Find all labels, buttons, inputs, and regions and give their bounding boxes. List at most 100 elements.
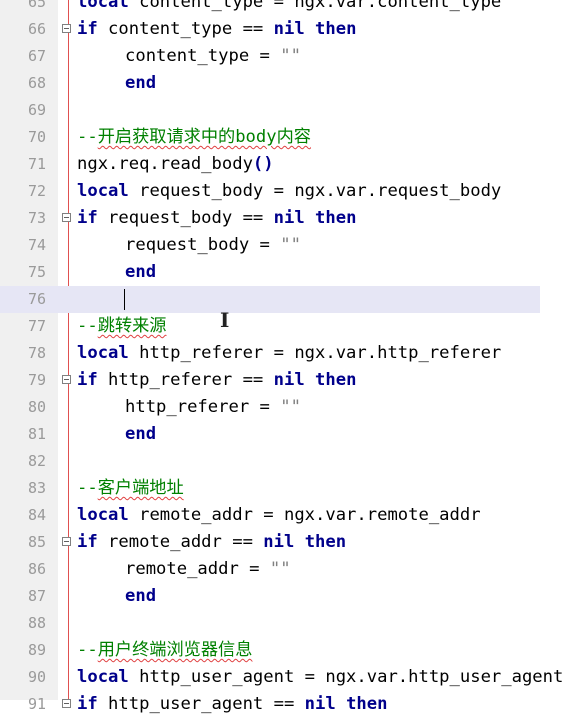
code-token: remote_addr = <box>125 559 270 579</box>
code-line[interactable]: 69 <box>0 97 540 124</box>
fold-minus-icon[interactable] <box>62 699 71 708</box>
code-text: local http_referer = ngx.var.http_refere… <box>77 340 501 367</box>
code-token: 客户端地址 <box>97 478 184 498</box>
code-token: "" <box>269 559 291 579</box>
code-line[interactable]: 78 local http_referer = ngx.var.http_refe… <box>0 340 540 367</box>
code-line[interactable]: 71 ngx.req.read_body() <box>0 151 540 178</box>
code-token: if <box>77 19 98 39</box>
code-token: 跳转来源 <box>97 316 167 336</box>
code-text: remote_addr = "" <box>125 556 291 583</box>
code-line[interactable]: 90 local http_user_agent = ngx.var.http_u… <box>0 664 563 691</box>
code-text: --开启获取请求中的body内容 <box>77 124 311 151</box>
line-number: 86 <box>27 560 46 578</box>
code-line[interactable]: 72 local request_body = ngx.var.request_b… <box>0 178 540 205</box>
code-text: end <box>125 70 156 97</box>
fold-minus-icon[interactable] <box>62 213 71 222</box>
code-token: end <box>125 424 157 444</box>
code-token <box>305 370 315 390</box>
code-token: local <box>77 181 129 201</box>
code-line[interactable]: 74 request_body = "" <box>0 232 540 259</box>
code-line[interactable]: 83--客户端地址 <box>0 475 540 502</box>
line-number: 68 <box>27 74 46 92</box>
code-token: "" <box>280 235 301 255</box>
fold-minus-icon[interactable] <box>62 537 71 546</box>
code-token <box>305 208 315 228</box>
code-line[interactable]: 77--跳转来源 <box>0 313 540 340</box>
code-text: local content_type = ngx.var.content_typ… <box>77 0 501 16</box>
line-number: 91 <box>27 695 46 713</box>
code-token: then <box>304 532 347 552</box>
code-text: http_referer = "" <box>125 394 301 421</box>
code-text: local remote_addr = ngx.var.remote_addr <box>77 502 481 529</box>
code-text: local request_body = ngx.var.request_bod… <box>77 178 501 205</box>
code-token: http_user_agent = ngx.var.http_user_agen… <box>128 667 563 687</box>
fold-minus-icon[interactable] <box>62 375 71 384</box>
code-line[interactable]: 86 remote_addr = "" <box>0 556 540 583</box>
line-number: 78 <box>27 344 46 362</box>
line-number: 67 <box>27 47 46 65</box>
code-line[interactable]: 91 if http_user_agent == nil then <box>0 691 540 718</box>
code-text: content_type = "" <box>125 43 301 70</box>
code-token: content_type = <box>125 46 281 66</box>
code-text: if http_user_agent == nil then <box>77 691 387 718</box>
line-number: 72 <box>27 182 46 200</box>
code-line[interactable]: 67 content_type = "" <box>0 43 540 70</box>
code-line[interactable]: 89 --用户终端浏览器信息 <box>0 637 540 664</box>
line-number: 90 <box>27 668 46 686</box>
line-number: 84 <box>27 506 46 524</box>
fold-guide-line <box>68 0 69 700</box>
code-token <box>294 532 304 552</box>
code-token: if <box>77 208 98 228</box>
code-token: -- <box>77 127 98 147</box>
line-number: 71 <box>27 155 46 173</box>
code-line[interactable]: 84 local remote_addr = ngx.var.remote_add… <box>0 502 540 529</box>
line-number: 73 <box>27 209 46 227</box>
line-number-gutter <box>0 0 58 700</box>
code-token: 开启获取请求中的body内容 <box>97 127 311 147</box>
code-token: request_body = <box>125 235 281 255</box>
code-line[interactable]: 73 if request_body == nil then <box>0 205 540 232</box>
code-text: request_body = "" <box>125 232 301 259</box>
code-line[interactable]: 88 <box>0 610 540 637</box>
code-text: ngx.req.read_body() <box>77 151 274 178</box>
code-token: ngx.req.read_body <box>77 154 253 174</box>
code-token: http_referer = <box>125 397 281 417</box>
line-number: 79 <box>27 371 46 389</box>
code-token: "" <box>280 397 301 417</box>
line-number: 80 <box>27 398 46 416</box>
code-text: local http_user_agent = ngx.var.http_use… <box>77 664 563 691</box>
line-number: 66 <box>27 20 46 38</box>
code-token: end <box>125 73 157 93</box>
line-number: 89 <box>27 641 46 659</box>
code-line[interactable]: 76 <box>0 286 540 313</box>
code-token: then <box>315 208 357 228</box>
line-number: 70 <box>27 128 46 146</box>
code-token: local <box>77 343 129 363</box>
code-token: if <box>77 532 98 552</box>
code-line[interactable]: 68 end <box>0 70 540 97</box>
text-caret <box>124 289 125 310</box>
fold-minus-icon[interactable] <box>62 24 71 33</box>
code-text: --用户终端浏览器信息 <box>77 637 252 664</box>
line-number: 75 <box>27 263 46 281</box>
code-text: --客户端地址 <box>77 475 184 502</box>
code-token: then <box>315 19 357 39</box>
code-token: request_body == <box>97 208 274 228</box>
code-token: nil <box>273 370 305 390</box>
code-token: -- <box>77 478 98 498</box>
code-line[interactable]: 80 http_referer = "" <box>0 394 540 421</box>
code-token: nil <box>273 208 305 228</box>
code-line[interactable]: 70 --开启获取请求中的body内容 <box>0 124 540 151</box>
code-line[interactable]: 82 <box>0 448 540 475</box>
line-number: 74 <box>27 236 46 254</box>
code-token: local <box>77 667 129 687</box>
